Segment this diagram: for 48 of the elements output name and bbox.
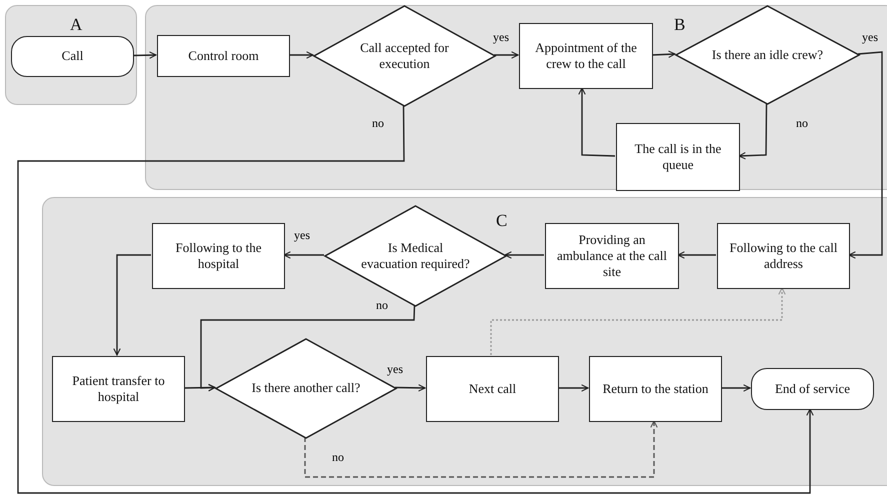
connector-arrow [184,384,216,392]
group-panel [5,5,137,105]
connector-arrow [721,384,751,392]
connector-arrow [578,87,616,157]
edge-label: no [796,116,808,131]
process-box: Control room [157,35,290,77]
edge-label: yes [387,362,403,377]
panel-label: B [674,14,686,36]
connector-arrow [394,384,426,392]
connector-arrow [283,251,324,259]
edge-label: no [332,450,344,465]
process-box: Following to the call address [717,223,850,289]
edge-label: no [372,116,384,131]
connector-arrow [132,51,157,59]
terminator: End of service [751,368,874,410]
process-box: The call is in the queue [616,123,740,191]
connector-arrow [304,420,658,478]
decision-text: Call accepted for execution [359,40,450,72]
connector-arrow [558,384,589,392]
panel-label: C [496,210,508,232]
edge-label: no [376,298,388,313]
process-box: Patient transfer to hospital [52,356,185,422]
decision-text: Is there another call? [252,380,360,397]
connector-arrow [17,105,814,494]
connector-arrow [652,50,676,58]
terminator: Call [11,36,134,77]
connector-arrow [113,254,151,356]
connector-arrow [677,251,716,259]
process-box: Return to the station [589,356,722,422]
decision-text: Is Medical evacuation required? [360,240,471,272]
edge-label: yes [862,30,878,45]
connector-arrow [289,51,314,59]
connector-arrow [494,51,519,59]
process-box: Appointment of the crew to the call [519,23,653,89]
group-panel [145,5,887,190]
process-box: Next call [426,356,559,422]
connector-arrow [848,51,883,259]
connector-arrow [738,103,768,160]
connector-arrow [200,304,416,392]
connector-arrow [504,251,544,259]
panel-label: A [70,14,82,36]
decision-text: Is there an idle crew? [712,46,824,64]
group-panel [42,197,887,486]
edge-label: yes [493,30,509,45]
connector-arrow [490,287,786,355]
process-box: Providing an ambulance at the call site [545,223,679,289]
edge-label: yes [294,228,310,243]
process-box: Following to the hospital [152,223,285,289]
